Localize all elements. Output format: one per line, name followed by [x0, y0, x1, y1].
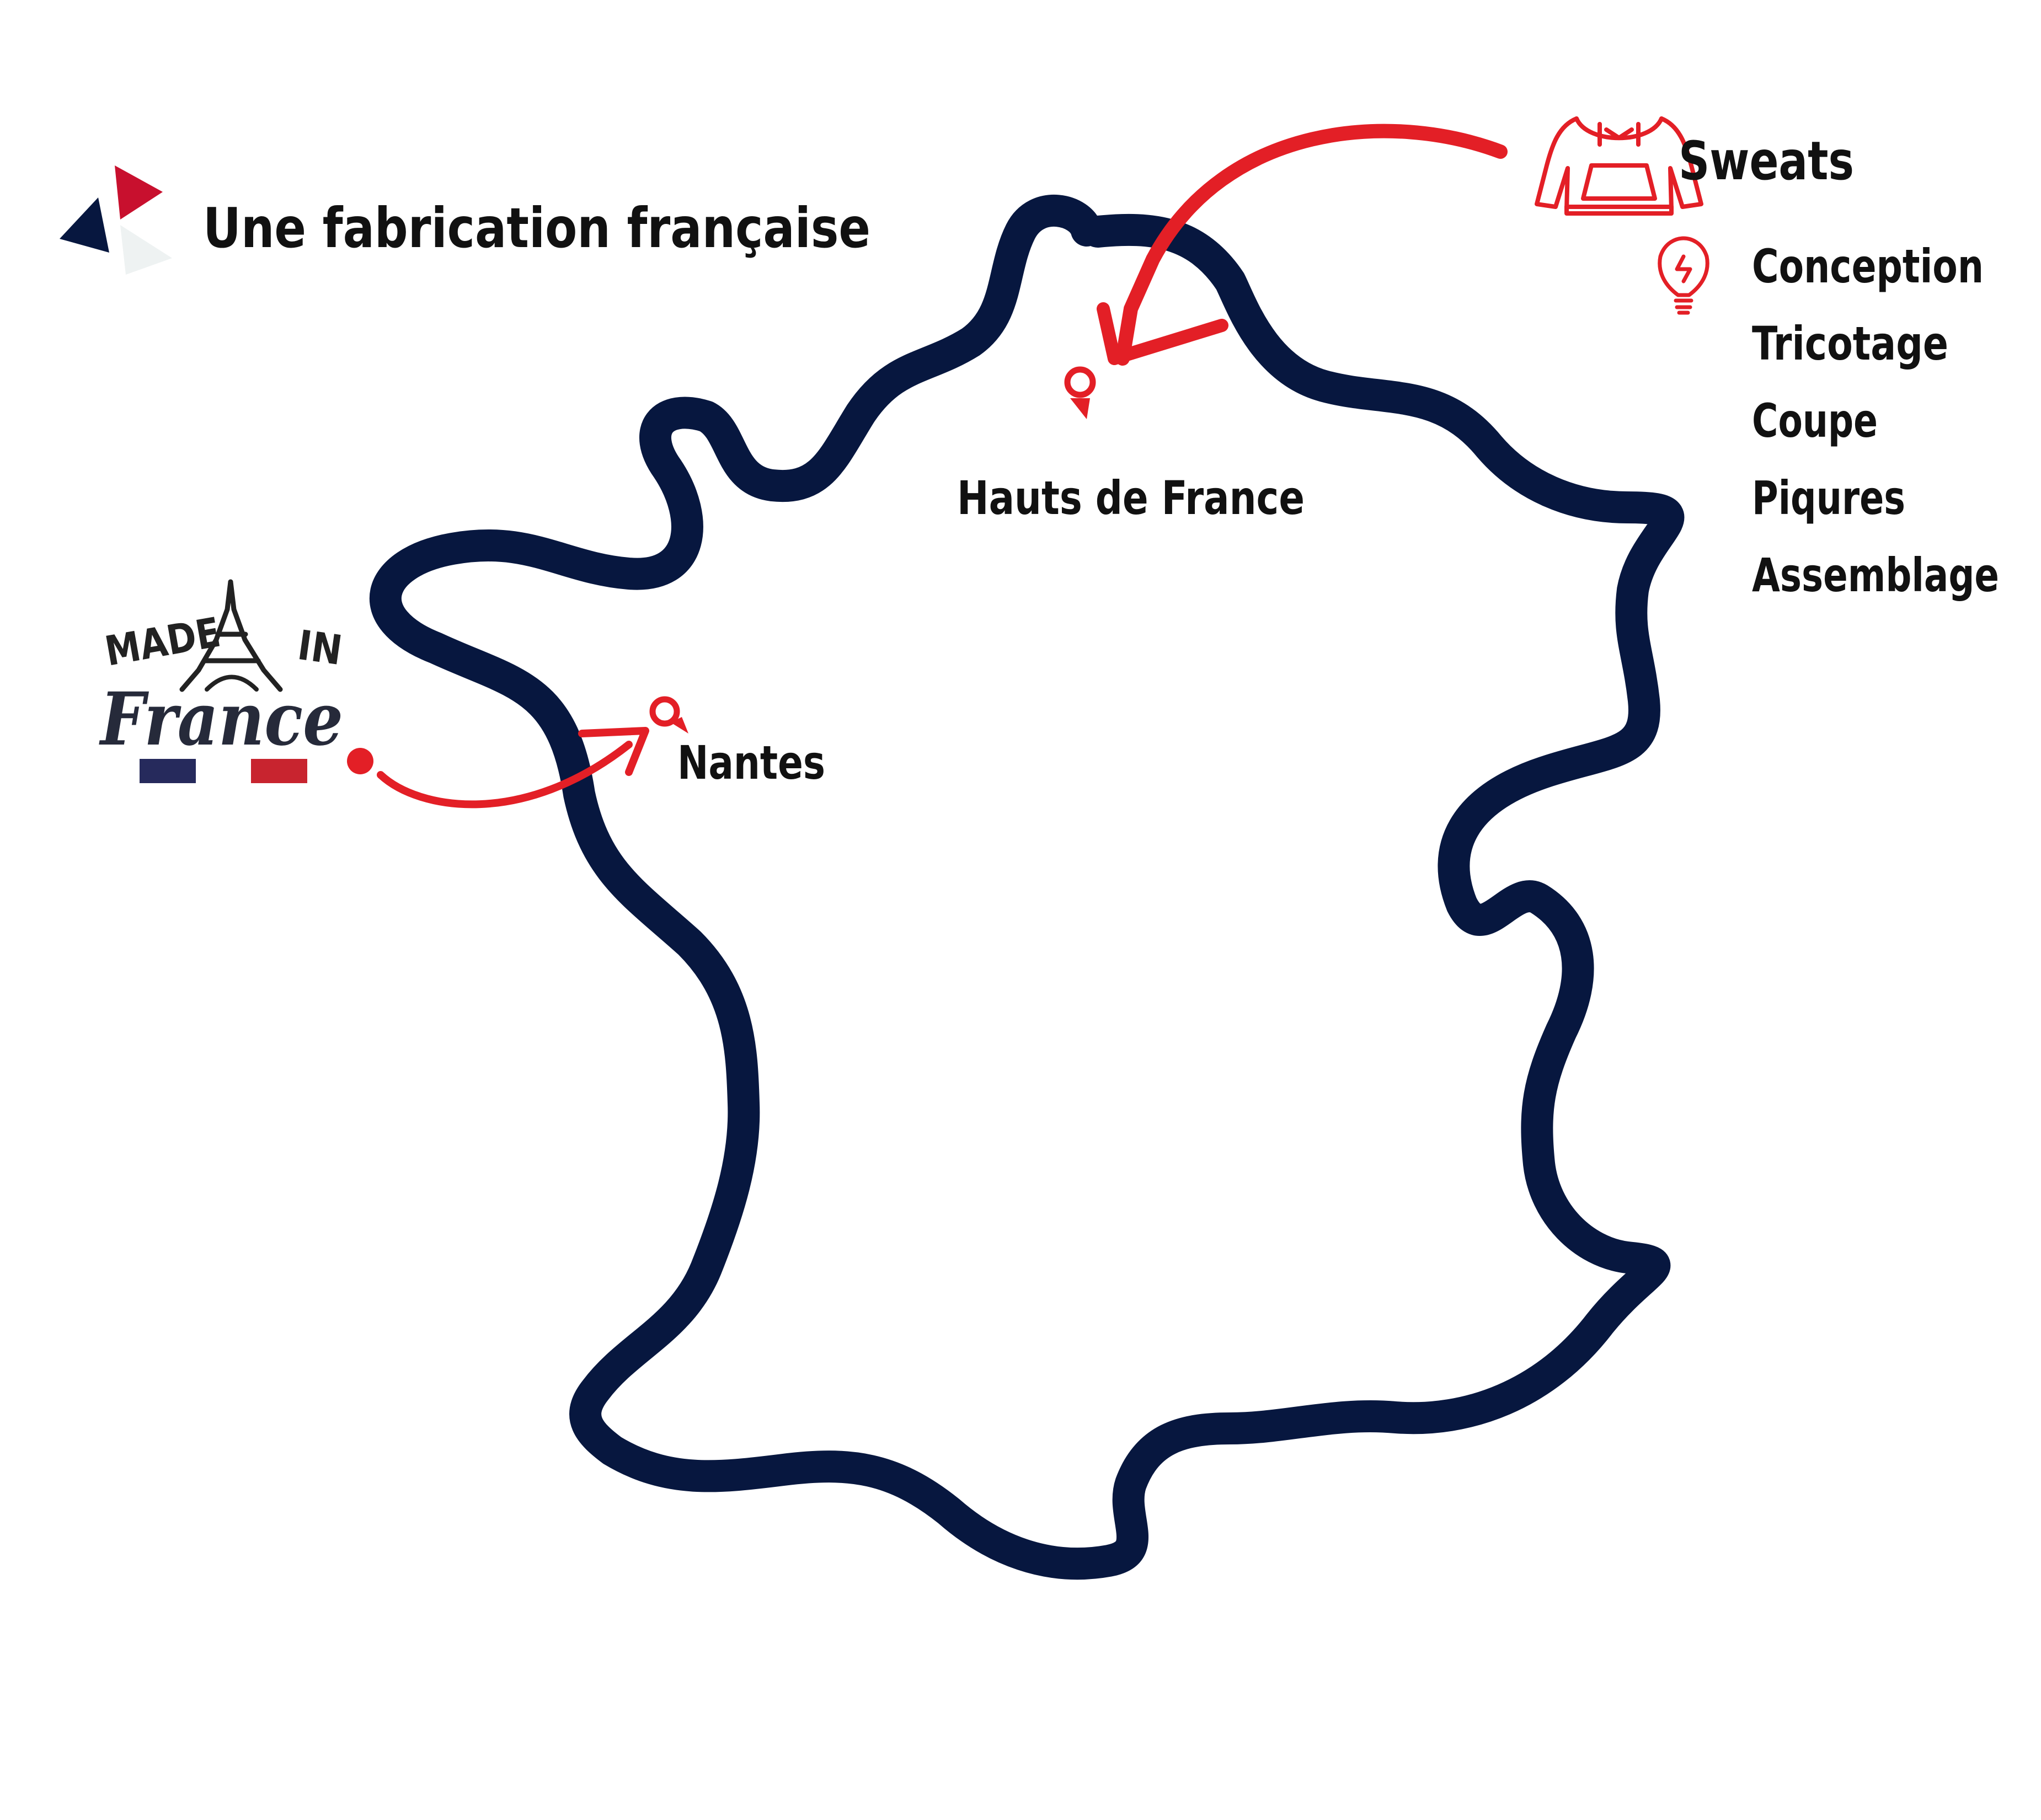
badge-made-text: MADE [101, 609, 224, 676]
location-label-nantes: Nantes [677, 736, 825, 790]
flag-blue-stripe [140, 759, 196, 783]
eiffel-tower-icon [179, 579, 283, 692]
process-steps-list: Conception Tricotage Coupe Piqures Assem… [1752, 239, 1999, 602]
made-in-france-badge: MADE IN France [99, 579, 345, 783]
process-step: Tricotage [1752, 317, 1948, 371]
location-pin-icon-hauts-de-france[interactable] [1064, 366, 1096, 419]
france-border-ribbon [369, 195, 1685, 1580]
logo-navy-triangle [60, 197, 109, 253]
location-pin-icon-nantes[interactable] [649, 696, 688, 734]
arrow-to-nantes [347, 727, 649, 809]
logo-gray-triangle [120, 225, 172, 275]
flag-red-stripe [251, 759, 307, 783]
process-step: Coupe [1752, 394, 1878, 448]
page-title: Une fabrication française [203, 196, 870, 260]
arrow-to-hauts-de-france [1097, 124, 1508, 366]
location-label-hauts-de-france: Hauts de France [957, 471, 1305, 525]
brand-logo-icon [60, 165, 172, 275]
logo-red-triangle [115, 165, 163, 220]
arrow-start-dot [347, 748, 373, 774]
process-step: Conception [1752, 239, 1984, 293]
product-name: Sweats [1679, 130, 1854, 192]
france-outline [369, 195, 1685, 1580]
hoodie-icon [1535, 116, 1703, 216]
badge-in-text: IN [295, 622, 345, 675]
process-step: Assemblage [1752, 548, 1999, 602]
process-step: Piqures [1752, 471, 1905, 525]
badge-france-text: France [99, 677, 343, 762]
lightbulb-icon [1658, 236, 1709, 315]
